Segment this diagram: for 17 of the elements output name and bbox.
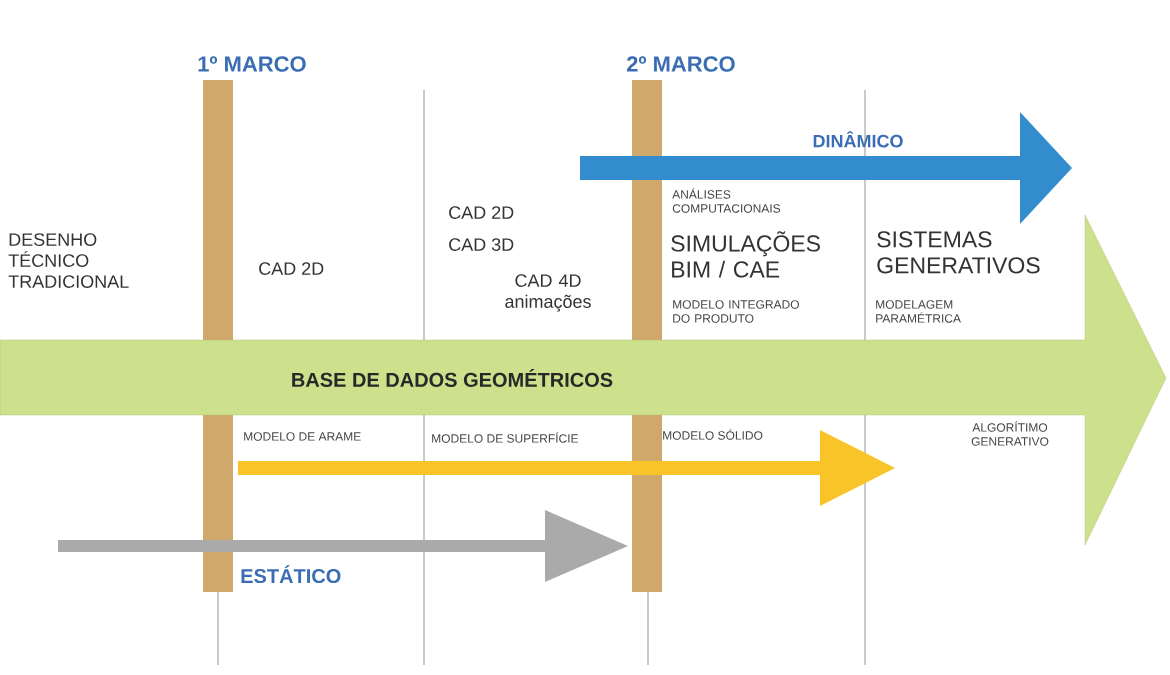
- column-text: CAD 2D: [259, 262, 324, 275]
- arrow-label: DINÂMICO: [813, 131, 903, 148]
- column-text: CAD 3D: [449, 238, 514, 251]
- node-label: 1º MARCO: [198, 56, 306, 72]
- node-label: 2º MARCO: [626, 56, 735, 72]
- column-text: MODELAGEM PARAMÉTRICA: [876, 300, 961, 323]
- column-text: SIMULAÇÕES BIM / CAE: [671, 231, 820, 278]
- column-text: SISTEMAS GENERATIVOS: [877, 231, 1040, 274]
- column-text: ANÁLISES COMPUTACIONAIS: [672, 188, 781, 213]
- segment-label: ALGORÍTIMO GENERATIVO: [971, 421, 1049, 446]
- arrow-label: ESTÁTICO: [241, 565, 341, 584]
- segment-label: MODELO DE ARAME: [244, 432, 361, 441]
- segment-label: MODELO SÓLIDO: [663, 429, 763, 440]
- segment-label: MODELO DE SUPERFÍCIE: [432, 432, 579, 443]
- column-text: CAD 4D animações: [505, 274, 591, 312]
- column-text: DESENHO TÉCNICO TRADICIONAL: [8, 233, 129, 288]
- column-text: MODELO INTEGRADO DO PRODUTO: [673, 300, 799, 323]
